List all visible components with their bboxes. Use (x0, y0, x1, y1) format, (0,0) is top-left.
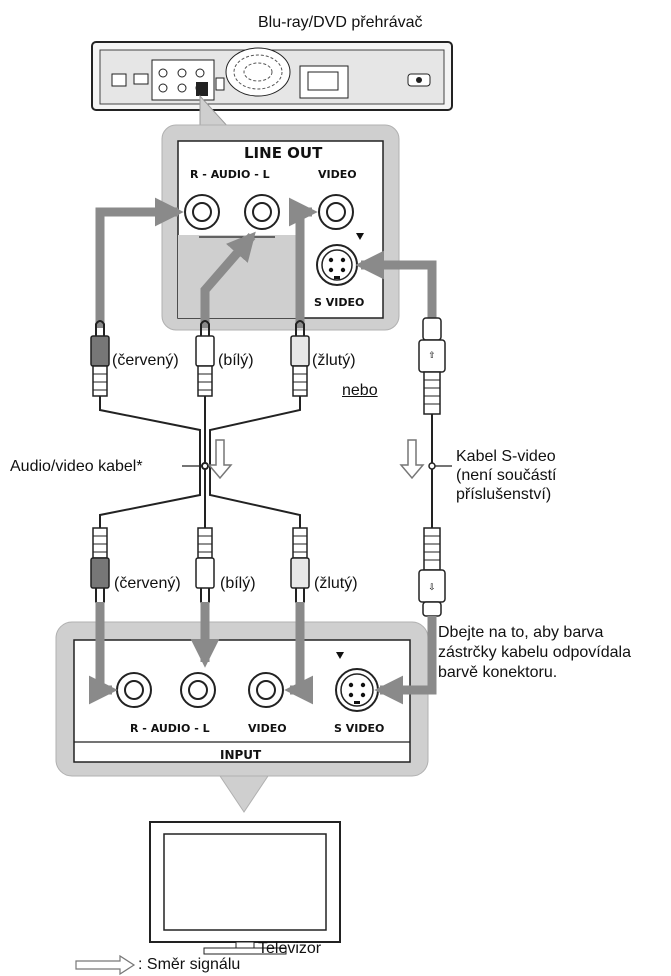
av-cable-bottom-plugs (90, 527, 310, 606)
yellow-plug-label-bottom: (žlutý) (314, 575, 358, 592)
or-label: nebo (342, 382, 378, 399)
av-cable-wires (99, 396, 301, 528)
svg-text:⇧: ⇧ (428, 351, 436, 361)
red-plug-label-bottom: (červený) (114, 575, 181, 592)
signal-direction-arrows (207, 439, 425, 480)
note-line-2: zástrčky kabelu odpovídala (438, 644, 631, 661)
input-panel (55, 621, 429, 777)
tv-label: Televizor (258, 940, 322, 957)
player-rear-panel (91, 41, 453, 111)
svideo-cable-label-3: příslušenství) (456, 486, 552, 503)
input-audio-label: R - AUDIO - L (130, 722, 210, 735)
line-out-video-label: VIDEO (318, 168, 357, 181)
av-cable-label: Audio/video kabel* (10, 458, 143, 475)
av-cable-top-plugs (90, 320, 310, 397)
legend-label: : Směr signálu (138, 956, 241, 973)
lower-signal-arrows (88, 602, 437, 705)
line-out-panel (161, 124, 400, 331)
device-label: Blu-ray/DVD přehrávač (258, 14, 423, 31)
svideo-cable: ⇧ ⇩ (418, 317, 452, 617)
legend-arrow-icon (75, 954, 136, 976)
note-line-1: Dbejte na to, aby barva (438, 624, 604, 641)
line-out-svideo-label: S VIDEO (314, 296, 365, 309)
line-out-title: LINE OUT (244, 144, 323, 162)
yellow-plug-label-top: (žlutý) (312, 352, 356, 369)
line-out-audio-label: R - AUDIO - L (190, 168, 270, 181)
upper-signal-arrows (95, 197, 437, 328)
svideo-cable-label-2: (není součástí (456, 467, 557, 484)
white-plug-label-bottom: (bílý) (220, 575, 256, 592)
input-svideo-label: S VIDEO (334, 722, 385, 735)
input-title: INPUT (220, 748, 262, 762)
input-video-label: VIDEO (248, 722, 287, 735)
note-line-3: barvě konektoru. (438, 664, 558, 681)
white-plug-label-top: (bílý) (218, 352, 254, 369)
red-plug-label-top: (červený) (112, 352, 179, 369)
svg-text:⇩: ⇩ (428, 583, 436, 593)
tv-icon (149, 821, 341, 955)
svideo-cable-label-1: Kabel S-video (456, 448, 556, 465)
